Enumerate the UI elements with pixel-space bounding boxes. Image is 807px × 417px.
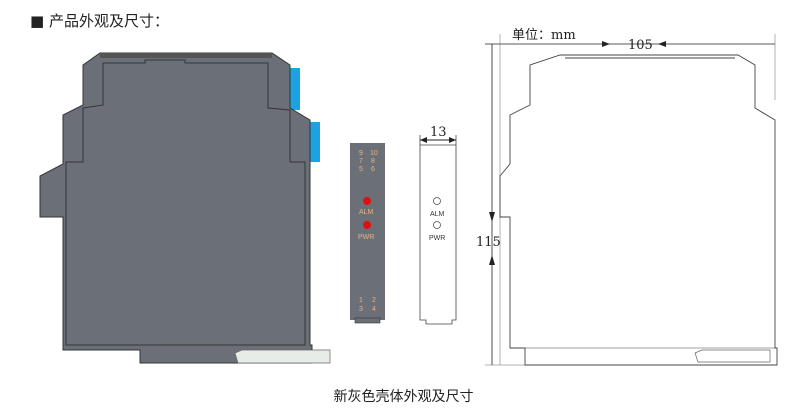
terminal-label: 10 bbox=[370, 150, 378, 157]
terminal-tab-blue bbox=[290, 68, 300, 110]
led-label: ALM bbox=[359, 209, 374, 216]
terminal-label: 3 bbox=[359, 306, 363, 313]
terminal-label: 1 bbox=[359, 297, 363, 304]
led-label: PWR bbox=[358, 234, 374, 241]
terminal-label: 6 bbox=[371, 166, 375, 173]
width-dimension: 105 bbox=[628, 38, 653, 53]
terminal-label: 7 bbox=[359, 158, 363, 165]
side-view-gray bbox=[39, 52, 331, 364]
front-panel-gray: 9 10 7 8 5 6 ALM PWR 1 2 3 4 bbox=[350, 143, 385, 324]
led-label: ALM bbox=[430, 211, 445, 218]
alm-led-icon bbox=[363, 197, 371, 205]
width-dimension: 13 bbox=[430, 125, 447, 140]
terminal-label: 8 bbox=[371, 158, 375, 165]
front-panel-outline: 13 ALM PWR bbox=[419, 125, 457, 325]
side-view-outline: 单位：mm 105 115 bbox=[476, 28, 778, 366]
figure-caption: 新灰色壳体外观及尺寸 bbox=[333, 389, 474, 405]
terminal-label: 9 bbox=[359, 150, 363, 157]
height-dimension: 115 bbox=[476, 235, 501, 250]
pwr-led-icon bbox=[363, 221, 371, 229]
unit-label: 单位：mm bbox=[512, 28, 576, 43]
led-label: PWR bbox=[429, 235, 445, 242]
terminal-tab-blue bbox=[310, 122, 320, 162]
terminal-label: 4 bbox=[372, 306, 376, 313]
terminal-label: 5 bbox=[359, 166, 363, 173]
terminal-label: 2 bbox=[372, 297, 376, 304]
section-title: ■ 产品外观及尺寸： bbox=[30, 12, 169, 30]
